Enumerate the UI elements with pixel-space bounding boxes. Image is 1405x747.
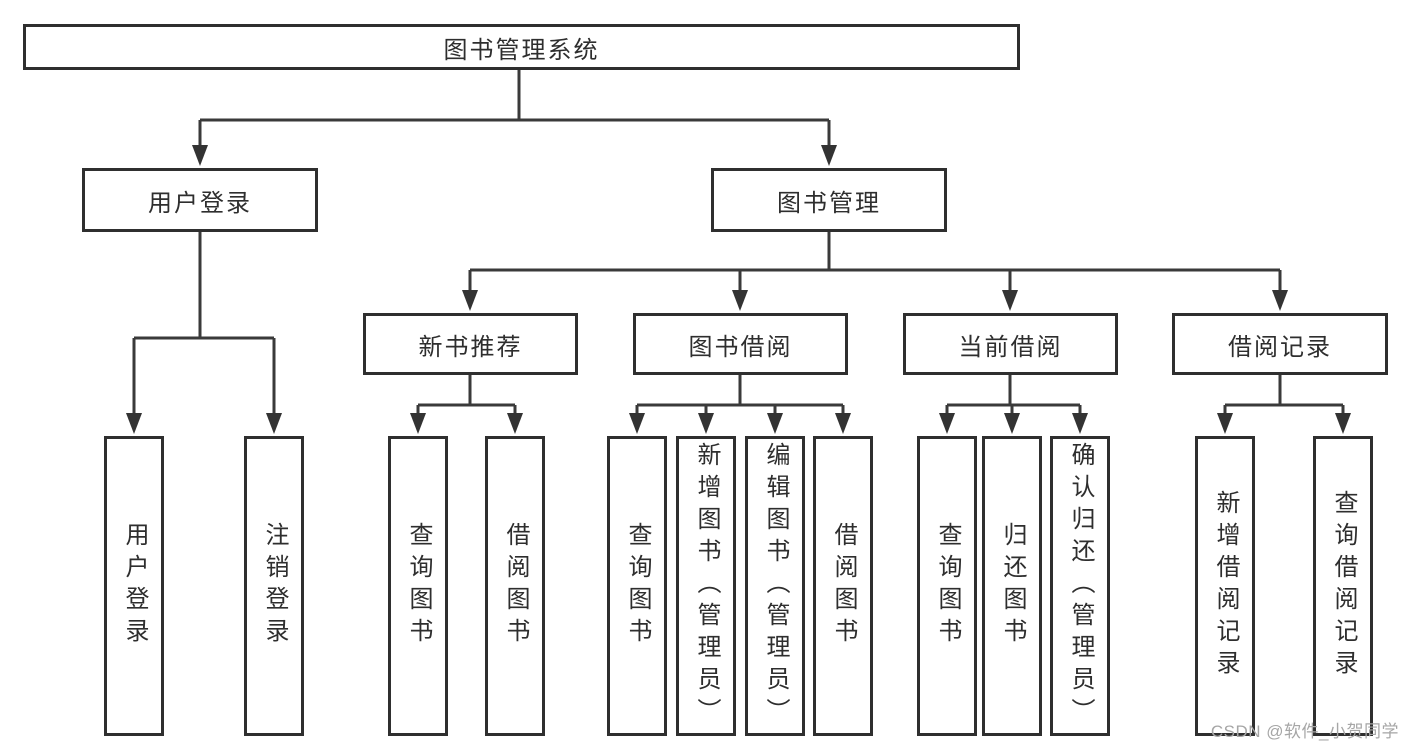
leaf-label: 查询借阅记录 (1330, 490, 1357, 682)
node-label: 用户登录 (148, 189, 252, 217)
leaf-add-books-admin: 新增图书（管理员） (676, 436, 736, 736)
node-label: 借阅记录 (1228, 333, 1332, 361)
leaf-label: 注销登录 (261, 522, 288, 650)
leaf-label: 查询图书 (934, 522, 961, 650)
node-new-book-recommendation: 新书推荐 (363, 313, 578, 375)
node-borrowing-records: 借阅记录 (1172, 313, 1388, 375)
leaf-label: 查询图书 (624, 522, 651, 650)
csdn-watermark: CSDN @软件_小贺同学 (1210, 722, 1399, 741)
leaf-label: 借阅图书 (502, 522, 529, 650)
leaf-query-books: 查询图书 (607, 436, 667, 736)
node-label: 新书推荐 (418, 333, 523, 361)
leaf-label: 查询图书 (405, 522, 432, 650)
node-label: 图书借阅 (688, 333, 793, 361)
leaf-query-books: 查询图书 (917, 436, 977, 736)
leaf-query-borrow-record: 查询借阅记录 (1313, 436, 1373, 736)
leaf-edit-books-admin: 编辑图书（管理员） (745, 436, 805, 736)
leaf-label: 借阅图书 (830, 522, 857, 650)
node-library-management-system: 图书管理系统 (23, 24, 1020, 70)
node-user-login: 用户登录 (82, 168, 318, 232)
leaf-label: 编辑图书（管理员） (762, 442, 789, 730)
node-book-borrowing: 图书借阅 (633, 313, 848, 375)
leaf-label: 用户登录 (121, 522, 148, 650)
arrowheads (126, 145, 1351, 434)
leaf-return-books: 归还图书 (982, 436, 1042, 736)
leaf-label: 归还图书 (999, 522, 1026, 650)
node-label: 图书管理 (777, 189, 881, 217)
leaf-confirm-return-admin: 确认归还（管理员） (1050, 436, 1110, 736)
leaf-borrow-books: 借阅图书 (485, 436, 545, 736)
leaf-borrow-books: 借阅图书 (813, 436, 873, 736)
leaf-user-login: 用户登录 (104, 436, 164, 736)
leaf-label: 确认归还（管理员） (1067, 442, 1094, 730)
leaf-add-borrow-record: 新增借阅记录 (1195, 436, 1255, 736)
node-label: 图书管理系统 (443, 36, 600, 64)
node-book-management: 图书管理 (711, 168, 947, 232)
node-current-borrowing: 当前借阅 (903, 313, 1118, 375)
leaf-label: 新增图书（管理员） (693, 442, 720, 730)
leaf-label: 新增借阅记录 (1212, 490, 1239, 682)
leaf-logout: 注销登录 (244, 436, 304, 736)
node-label: 当前借阅 (958, 333, 1063, 361)
leaf-query-books: 查询图书 (388, 436, 448, 736)
